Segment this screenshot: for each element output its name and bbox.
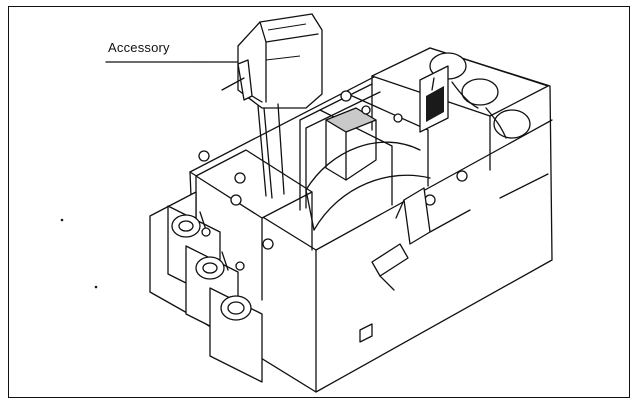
margin-mark — [94, 285, 98, 289]
screws — [198, 90, 468, 250]
trip-mechanism — [371, 187, 431, 291]
line-terminals — [149, 191, 263, 383]
rating-plate — [419, 65, 449, 133]
margin-mark — [60, 218, 64, 222]
accessory-module — [221, 13, 323, 199]
accessory-callout-label: Accessory — [108, 40, 170, 55]
